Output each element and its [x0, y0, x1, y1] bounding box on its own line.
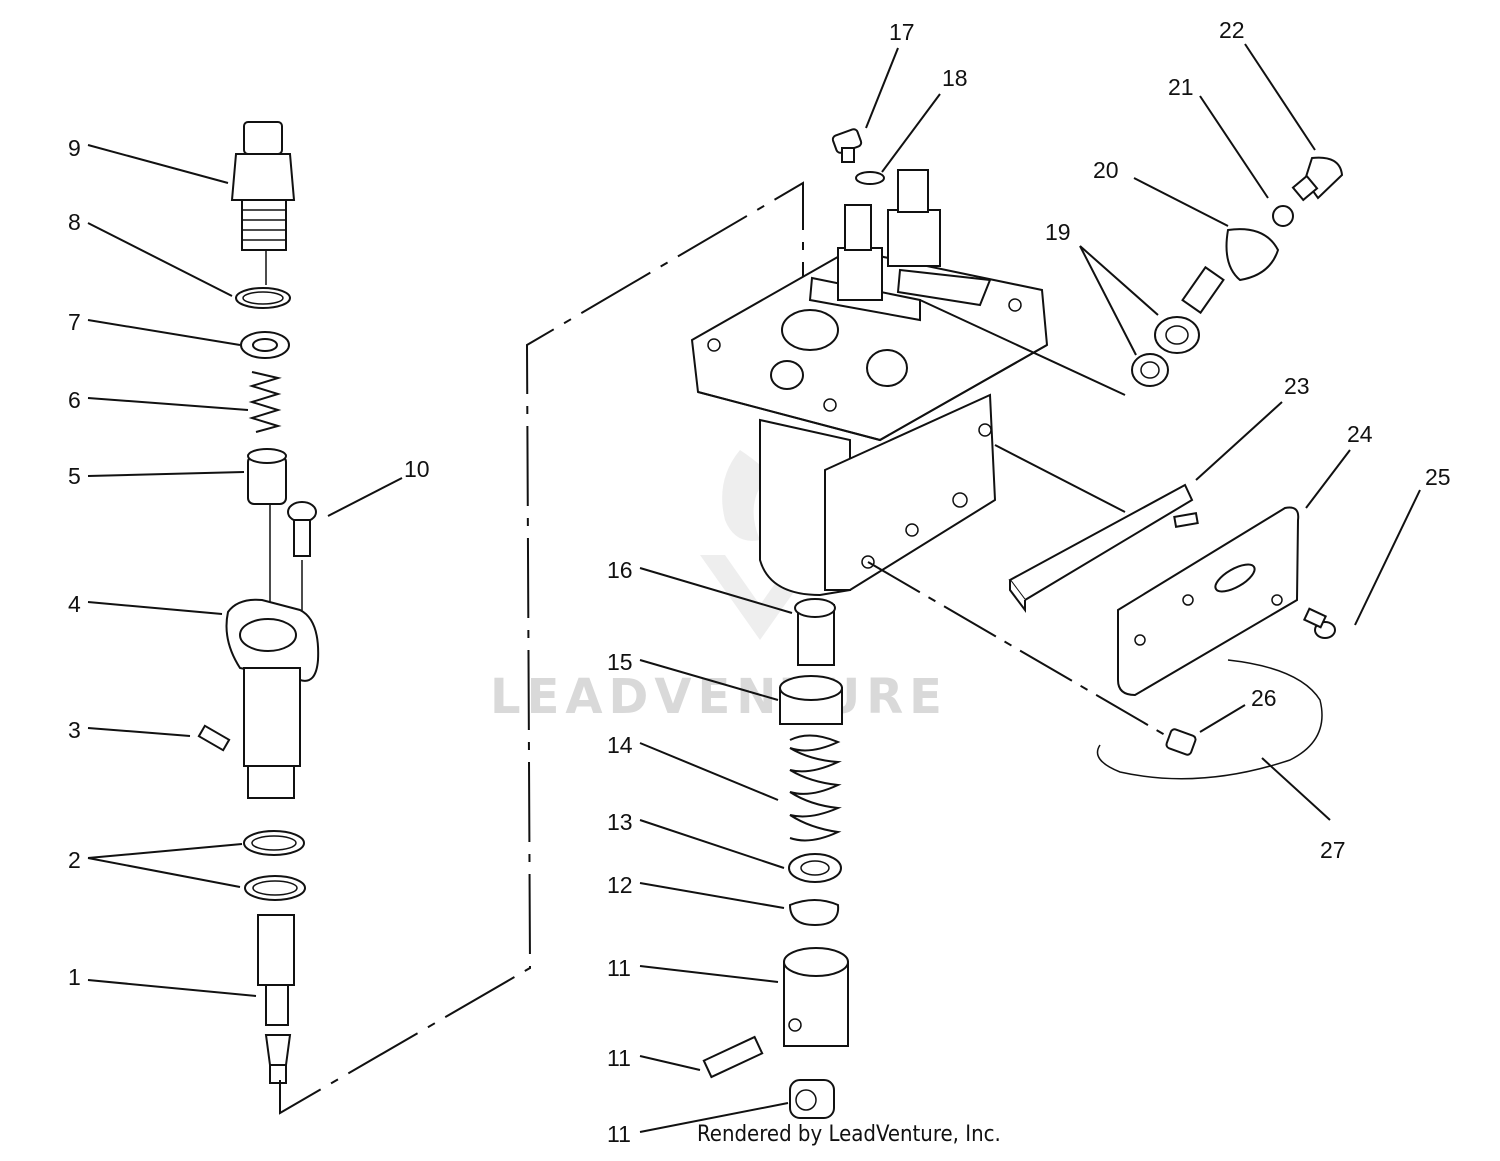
pump-body — [690, 169, 1049, 597]
callout-5: 5 — [68, 463, 81, 489]
callout-3: 3 — [68, 717, 81, 743]
callout-21: 21 — [1168, 74, 1194, 100]
callout-12: 12 — [607, 872, 633, 898]
parts-19-22 — [919, 156, 1344, 396]
center-stack — [702, 598, 849, 1119]
parts-17-18 — [831, 128, 885, 185]
callout-2: 2 — [68, 847, 81, 873]
callout-13: 13 — [607, 809, 633, 835]
callout-labels: 1 2 3 4 5 6 7 8 9 10 11 11 11 12 13 14 1… — [68, 17, 1451, 1147]
callout-24: 24 — [1347, 421, 1373, 447]
left-assembly — [197, 121, 804, 1115]
callout-19: 19 — [1045, 219, 1071, 245]
callout-15: 15 — [607, 649, 633, 675]
leader-lines — [87, 43, 1421, 1133]
callout-11-pin: 11 — [607, 1045, 631, 1071]
parts-23-27 — [867, 444, 1336, 780]
watermark-text: LEADVENTURE — [490, 669, 948, 725]
callout-17: 17 — [889, 19, 915, 45]
callout-18: 18 — [942, 65, 968, 91]
footer-credit: Rendered by LeadVenture, Inc. — [697, 1122, 1001, 1147]
callout-11-roller: 11 — [607, 1121, 631, 1147]
callout-27: 27 — [1320, 837, 1346, 863]
callout-10: 10 — [404, 456, 430, 482]
callout-7: 7 — [68, 309, 81, 335]
callout-25: 25 — [1425, 464, 1451, 490]
callout-22: 22 — [1219, 17, 1245, 43]
callout-6: 6 — [68, 387, 81, 413]
callout-23: 23 — [1284, 373, 1310, 399]
callout-9: 9 — [68, 135, 81, 161]
callout-8: 8 — [68, 209, 81, 235]
callout-20: 20 — [1093, 157, 1119, 183]
callout-26: 26 — [1251, 685, 1277, 711]
callout-1: 1 — [68, 964, 81, 990]
callout-11-tappet: 11 — [607, 955, 631, 981]
callout-4: 4 — [68, 591, 81, 617]
callout-14: 14 — [607, 732, 633, 758]
callout-16: 16 — [607, 557, 633, 583]
